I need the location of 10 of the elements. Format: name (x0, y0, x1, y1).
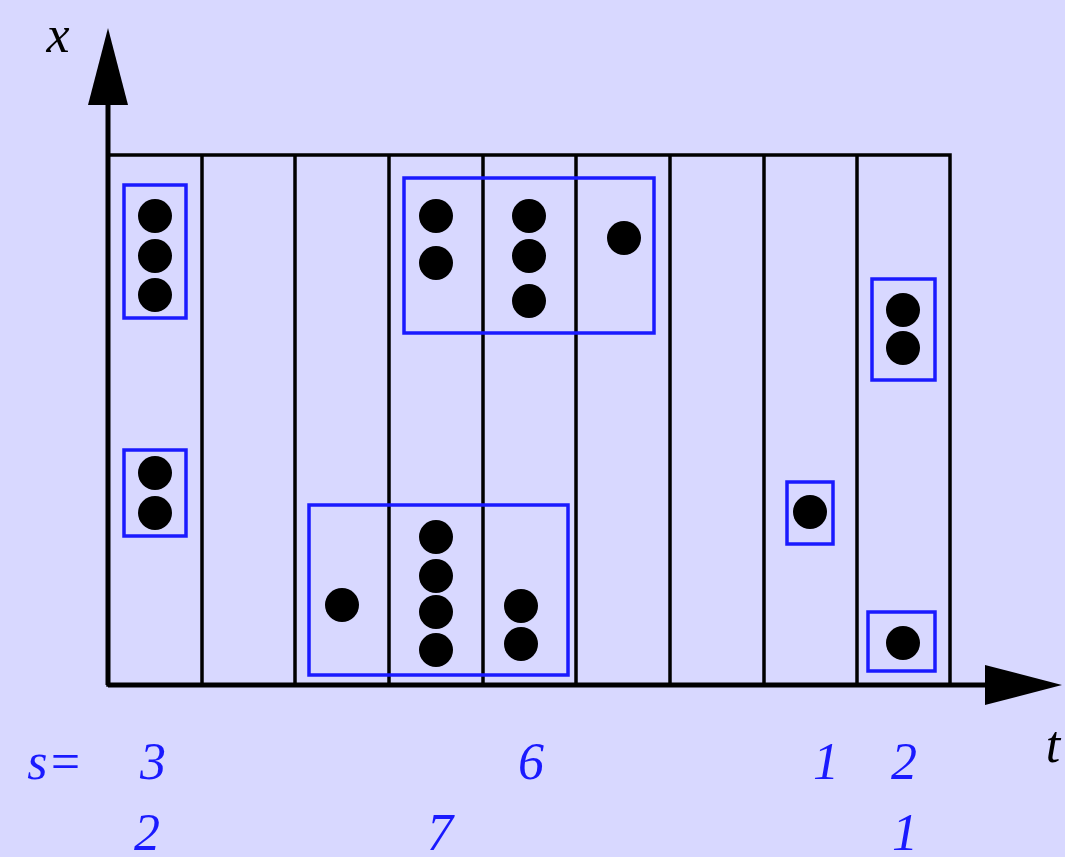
value-label: 7 (427, 807, 453, 857)
value-label: 1 (892, 807, 918, 857)
value-label: 2 (891, 736, 917, 788)
value-label: 1 (813, 736, 839, 788)
value-label: 2 (134, 807, 160, 857)
axis-label: x (46, 9, 70, 61)
value-label: 3 (140, 736, 166, 788)
value-label: 6 (518, 736, 544, 788)
value-label: s= (27, 736, 83, 788)
axis-label: t (1045, 719, 1061, 771)
